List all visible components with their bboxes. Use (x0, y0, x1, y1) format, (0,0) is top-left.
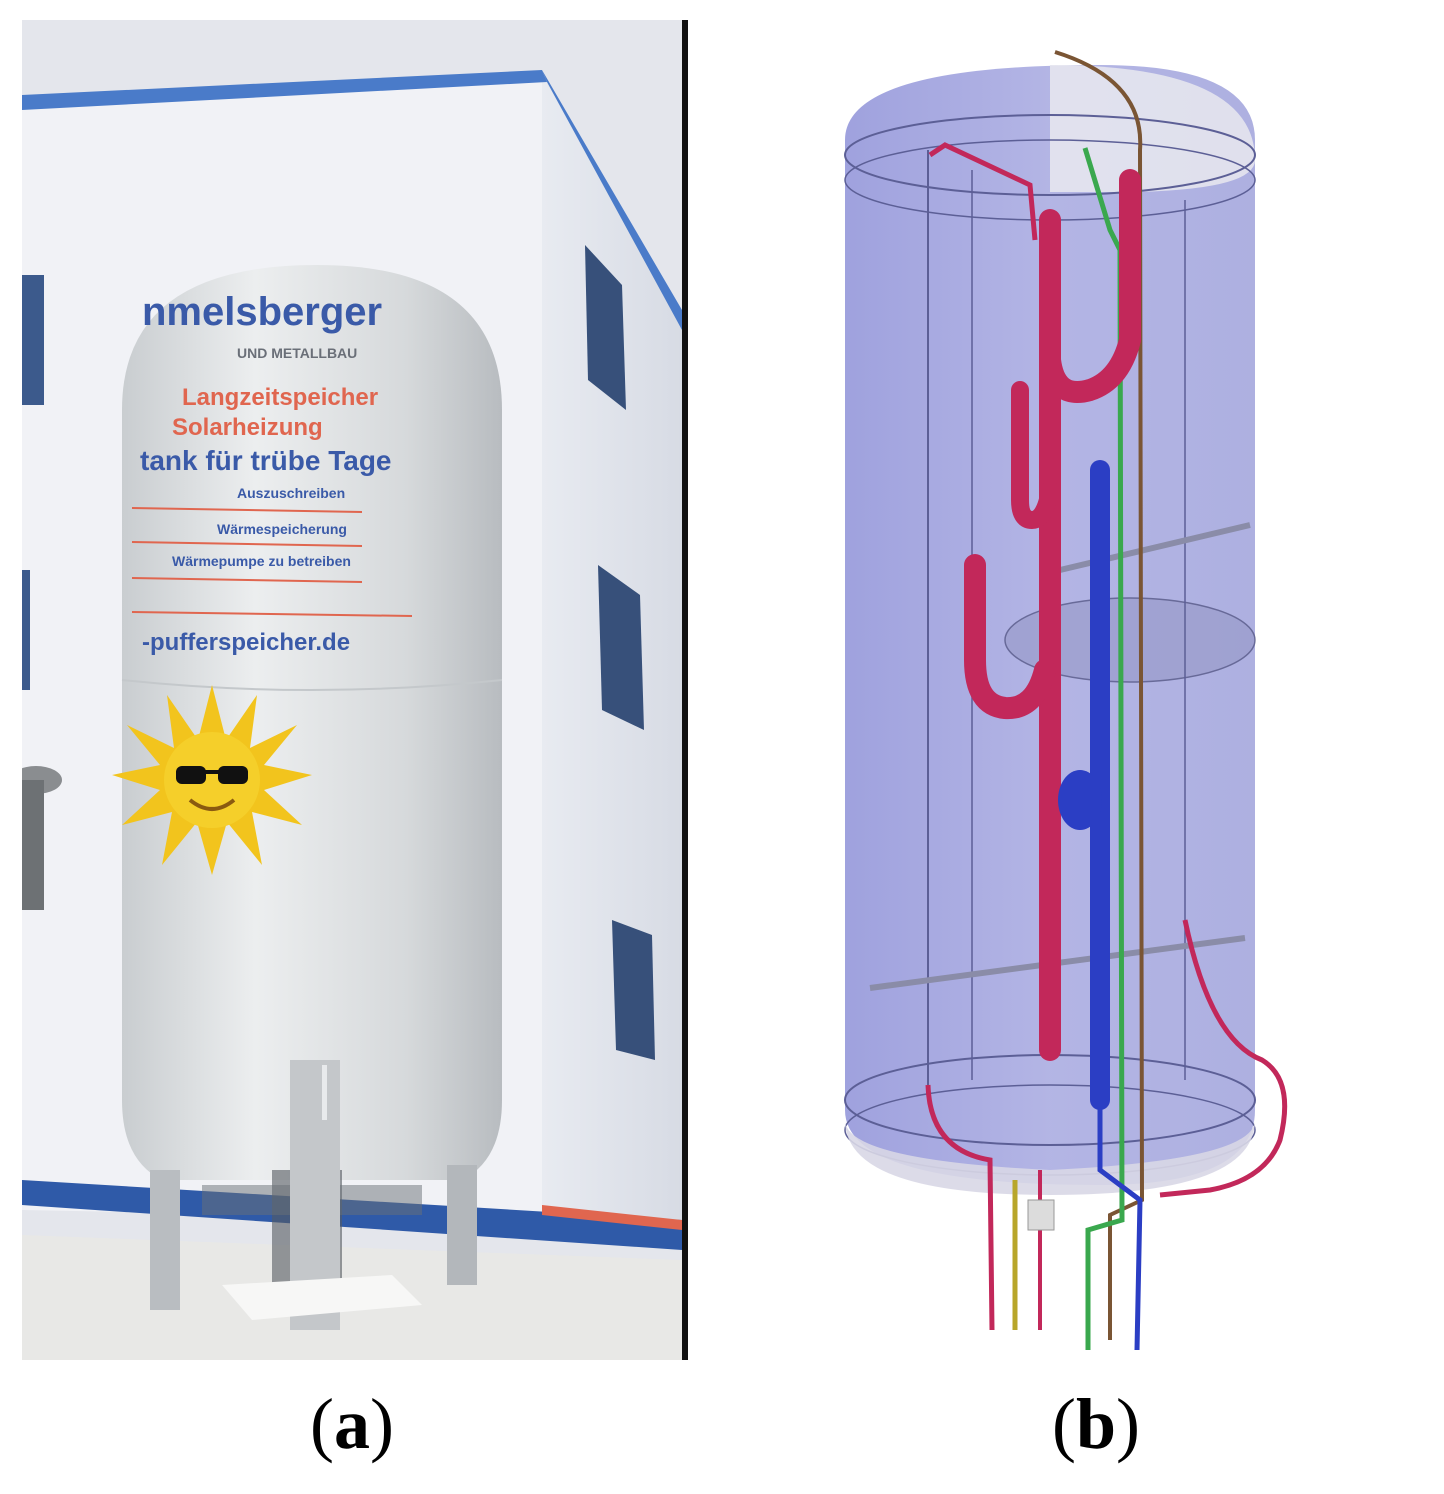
tank-line-4: Solarheizung (172, 414, 323, 441)
render-panel-b (690, 20, 1422, 1360)
window-left-1 (22, 275, 44, 405)
tank-subtitle-text: UND METALLBAU (237, 345, 357, 361)
photo-panel-a: nmelsberger UND METALLBAU Langzeitspeich… (22, 20, 682, 1360)
tank-line-8: Wärmepumpe zu betreiben (172, 553, 351, 569)
tank-leg-2 (447, 1165, 477, 1285)
window-side-3 (612, 920, 655, 1060)
window-side-2 (598, 565, 644, 730)
caption-a-letter: a (333, 1384, 370, 1464)
tank-line-7: Wärmespeicherung (217, 521, 347, 537)
tank-leg-1 (150, 1170, 180, 1310)
tank-cad-render (690, 20, 1422, 1360)
storage-tank (122, 265, 502, 1180)
caption-a: (a) (310, 1384, 394, 1464)
window-left-2 (22, 570, 30, 690)
panel-divider (682, 20, 688, 1360)
tank-line-3: Langzeitspeicher (182, 384, 378, 411)
sun-sunglasses-icon (112, 685, 312, 875)
tank-brand-text: nmelsberger (142, 290, 382, 334)
tank-website-text: -pufferspeicher.de (142, 629, 350, 656)
tank-photo-illustration: nmelsberger UND METALLBAU Langzeitspeich… (22, 20, 682, 1360)
tank-line-5: tank für trübe Tage (140, 445, 392, 476)
caption-b-letter: b (1075, 1384, 1117, 1464)
window-side-1 (585, 245, 626, 410)
tank-line-6: Auszuschreiben (237, 485, 345, 501)
caption-b: (b) (1052, 1384, 1141, 1464)
